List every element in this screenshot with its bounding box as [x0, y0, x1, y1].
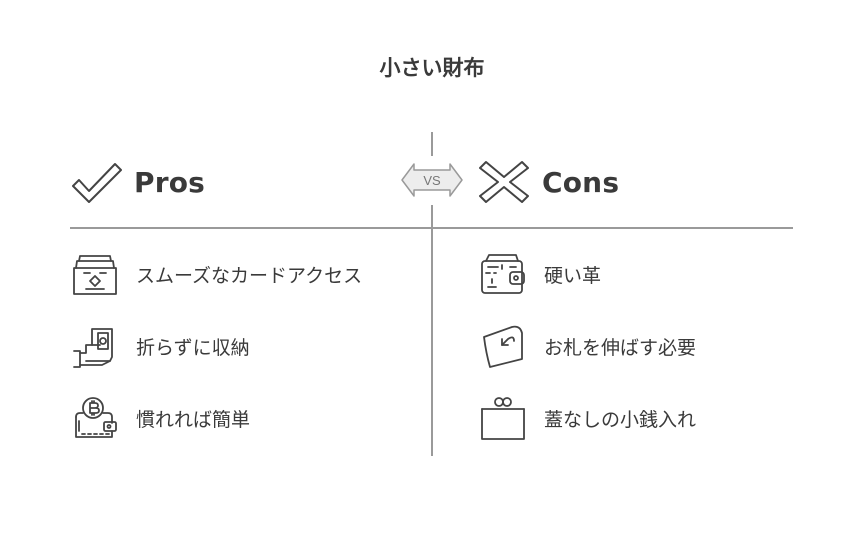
pros-item: 折らずに収納 — [72, 323, 250, 369]
bitcoin-wallet-icon — [75, 397, 117, 438]
pros-item: スムーズなカードアクセス — [72, 251, 362, 297]
horizontal-divider — [70, 227, 793, 229]
pros-item-label: 慣れれば簡単 — [136, 408, 251, 431]
checkmark-icon — [72, 163, 122, 203]
vertical-divider-top — [431, 132, 433, 156]
pros-item-label: 折らずに収納 — [136, 336, 250, 359]
open-coin-purse-icon — [481, 397, 525, 440]
pros-item: 慣れれば簡単 — [72, 395, 250, 441]
pros-heading: Pros — [70, 160, 205, 204]
cross-icon — [479, 161, 529, 203]
page-title: 小さい財布 — [379, 56, 485, 80]
cons-item-label: お札を伸ばす必要 — [544, 336, 697, 359]
vertical-divider-bottom — [431, 205, 433, 456]
leather-wallet-icon — [481, 254, 525, 294]
cons-item: お札を伸ばす必要 — [480, 323, 696, 369]
pros-heading-label: Pros — [134, 165, 206, 199]
cons-item-label: 蓋なしの小銭入れ — [544, 408, 697, 431]
pros-item-label: スムーズなカードアクセス — [136, 264, 363, 287]
cons-item: 蓋なしの小銭入れ — [480, 395, 696, 441]
card-holder-icon — [73, 255, 117, 295]
cons-heading-label: Cons — [542, 165, 620, 199]
vs-badge: VS — [401, 163, 463, 197]
vs-label: VS — [423, 173, 441, 188]
cons-item: 硬い革 — [480, 251, 601, 297]
cons-heading: Cons — [478, 160, 619, 204]
cons-item-label: 硬い革 — [544, 264, 602, 287]
hand-cash-icon — [73, 328, 113, 368]
curled-bill-icon — [483, 325, 523, 368]
